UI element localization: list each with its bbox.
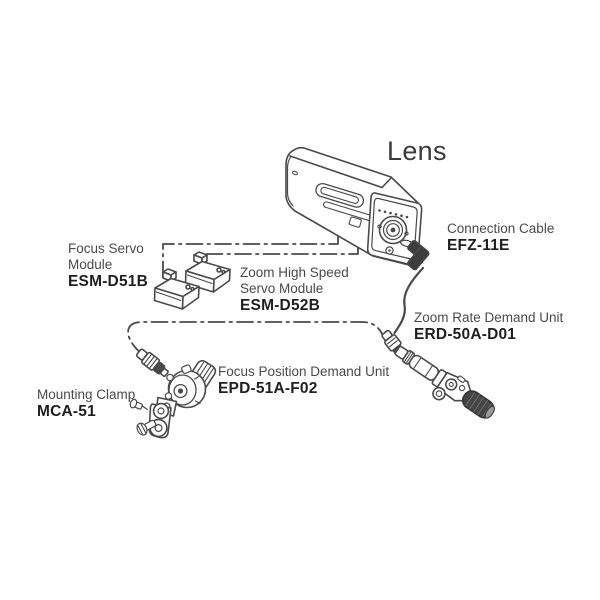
- zoom-servo-name-line2: Servo Module: [240, 281, 324, 296]
- focus-position-demand-unit-label: Focus Position Demand Unit EPD-51A-F02: [218, 364, 389, 398]
- demand-harness-line: [127, 321, 387, 356]
- grip: [461, 390, 495, 419]
- focus-position-name: Focus Position Demand Unit: [218, 364, 390, 379]
- zoom-rate-demand-unit-illustration: [394, 345, 495, 419]
- focus-position-demand-unit-illustration: [164, 359, 217, 409]
- zoom-rate-name: Zoom Rate Demand Unit: [414, 310, 564, 325]
- zoom-rate-demand-unit-label: Zoom Rate Demand Unit ERD-50A-D01: [414, 310, 563, 344]
- focus-servo-module-label: Focus Servo Module ESM-D51B: [68, 241, 148, 291]
- connection-cable-label: Connection Cable EFZ-11E: [447, 221, 554, 255]
- lens-title: Lens: [387, 136, 447, 166]
- focus-position-model: EPD-51A-F02: [218, 380, 318, 397]
- zoom-servo-model: ESM-D52B: [240, 297, 320, 314]
- thumbscrew-small: [129, 398, 148, 410]
- zoom-servo-module-label: Zoom High Speed Servo Module ESM-D52B: [240, 265, 349, 315]
- mounting-clamp-name: Mounting Clamp: [37, 387, 136, 402]
- mounting-clamp-label: Mounting Clamp MCA-51: [37, 387, 135, 421]
- thumbscrew-large: [136, 419, 157, 436]
- zoom-servo-name-line1: Zoom High Speed: [240, 265, 349, 280]
- focus-servo-model: ESM-D51B: [68, 273, 148, 290]
- focus-module-line: [162, 236, 339, 282]
- zoom-rate-model: ERD-50A-D01: [414, 326, 517, 343]
- epd-cable-plug: [135, 348, 169, 378]
- panel-indicator-dots: [378, 209, 409, 219]
- lens-connector-socket: [377, 215, 409, 245]
- focus-servo-name-line1: Focus Servo: [68, 241, 144, 256]
- connection-cable-model: EFZ-11E: [447, 237, 510, 254]
- zoom-module-line: [197, 246, 359, 265]
- mounting-clamp-illustration: [129, 396, 178, 439]
- focus-servo-name-line2: Module: [68, 257, 113, 272]
- connection-cable-illustration: [393, 240, 430, 335]
- mounting-clamp-model: MCA-51: [37, 403, 96, 420]
- lens-drive-unit-illustration: [285, 146, 423, 266]
- connection-cable-name: Connection Cable: [447, 221, 555, 236]
